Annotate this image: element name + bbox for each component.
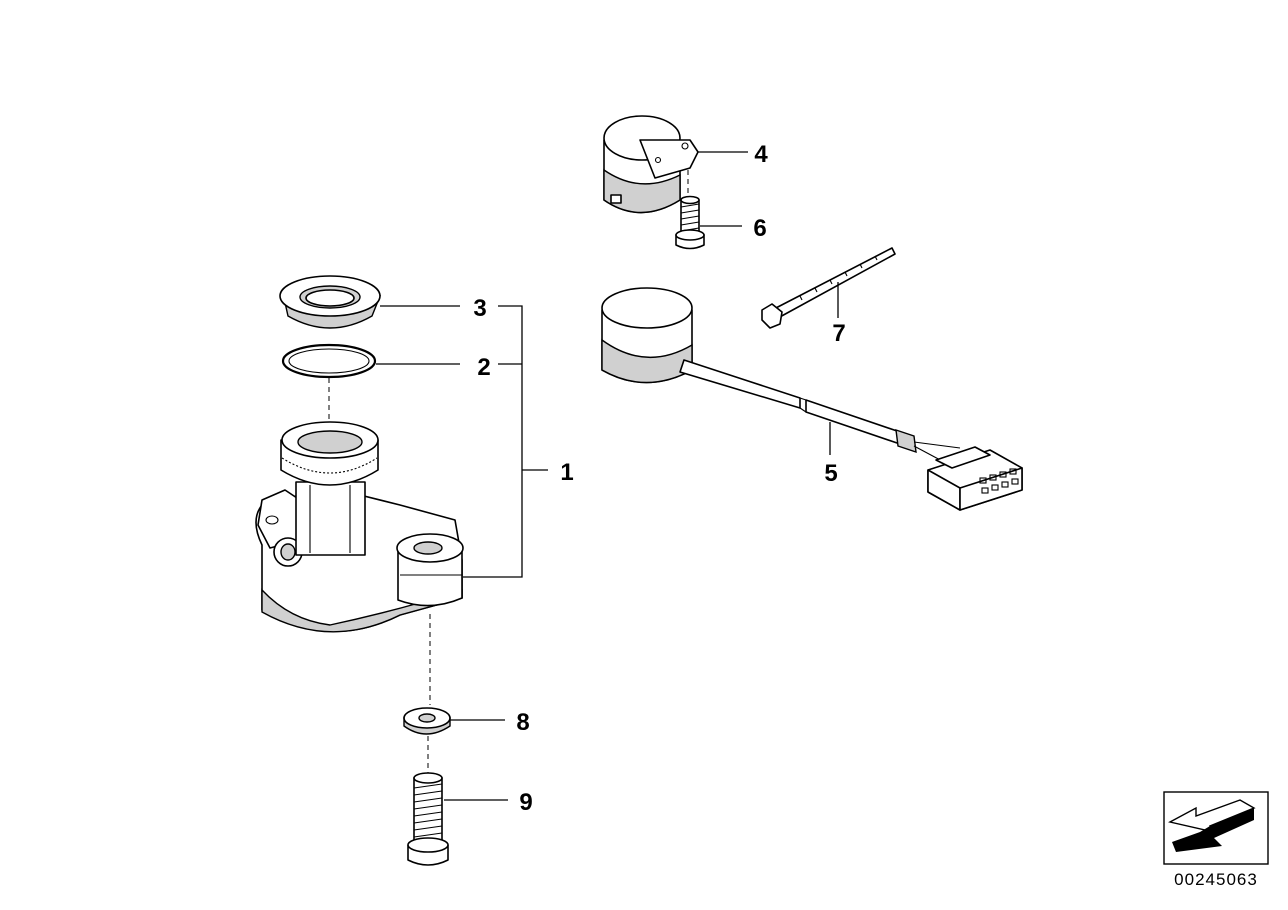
part-cable-tie[interactable]	[761, 247, 896, 329]
part-housing[interactable]	[255, 421, 464, 633]
part-cap[interactable]	[279, 275, 382, 329]
callout-4: 4	[754, 141, 768, 168]
leader-lines	[376, 151, 839, 801]
part-screw-short[interactable]	[675, 195, 705, 250]
callout-5: 5	[824, 460, 837, 487]
callout-9: 9	[519, 789, 532, 816]
part-washer[interactable]	[403, 707, 451, 735]
arrow-left-down-icon	[1163, 791, 1269, 865]
callout-7: 7	[832, 320, 845, 347]
part-sensor-cover[interactable]	[603, 115, 699, 214]
reference-number: 00245063	[1174, 870, 1258, 889]
callout-2: 2	[477, 354, 490, 381]
part-o-ring[interactable]	[281, 343, 377, 379]
callout-8: 8	[516, 709, 529, 736]
callout-6: 6	[753, 215, 766, 242]
callout-1: 1	[560, 459, 573, 486]
part-speed-sensor[interactable]	[601, 287, 1023, 511]
part-bolt-long[interactable]	[407, 772, 449, 866]
callout-3: 3	[473, 295, 486, 322]
